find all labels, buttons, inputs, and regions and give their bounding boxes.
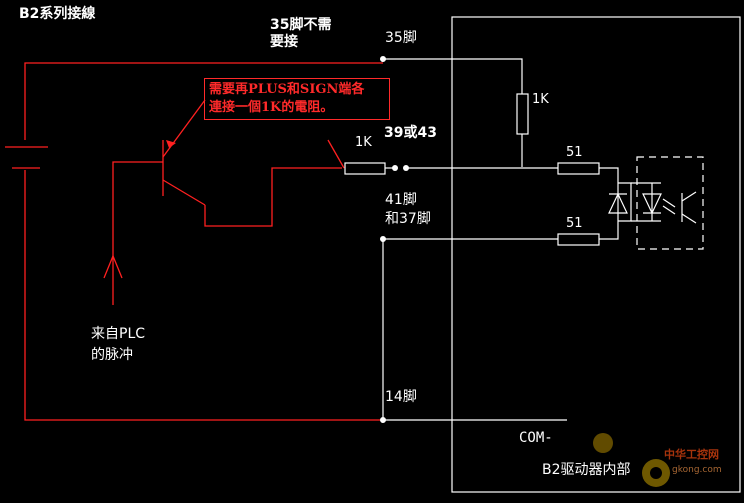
phototransistor-collector <box>681 191 697 202</box>
transistor-collector <box>162 99 206 158</box>
light-arrow-2 <box>662 205 676 215</box>
pulse-arrow-icon <box>103 254 123 279</box>
note-line-2: 連接一個1K的電阻。 <box>209 100 334 115</box>
resistor-1k-input-label: 1K <box>355 135 372 150</box>
resistor-1k-top <box>516 93 529 135</box>
pin37-label: 和37脚 <box>385 211 431 227</box>
resistor-51-top-lead <box>599 167 619 183</box>
driver-box <box>451 16 741 493</box>
transistor-base-wire <box>112 161 163 305</box>
pointer-line <box>327 139 345 169</box>
diode-bridge <box>618 182 632 222</box>
collector-arrowhead-icon <box>166 140 176 148</box>
pin14-label: 14脚 <box>385 389 417 405</box>
terminal-35 <box>380 56 386 62</box>
diode-1-icon <box>608 192 628 214</box>
external-circuit <box>5 62 383 421</box>
watermark-gear-icon <box>593 433 670 487</box>
driver-circuit <box>344 16 741 493</box>
pin41-label: 41脚 <box>385 192 417 208</box>
resistor-51-bottom <box>557 233 600 246</box>
power-loop-wire <box>24 62 383 140</box>
note-line-1: 需要再PLUS和SIGN端各 <box>209 82 365 97</box>
diagram-title: B2系列接線 <box>19 6 96 22</box>
terminal-39-43-right <box>403 165 409 171</box>
wiring-note-box: 需要再PLUS和SIGN端各 連接一個1K的電阻。 <box>204 78 390 120</box>
light-arrow-1 <box>662 198 676 208</box>
pin35-note-line-1: 35脚不需 <box>270 17 332 33</box>
terminals <box>380 56 409 423</box>
led-icon <box>642 193 662 215</box>
resistor-51-bottom-label: 51 <box>566 216 583 231</box>
resistor-1k-top-label: 1K <box>532 92 549 107</box>
plc-source-line-2: 的脉冲 <box>91 347 133 363</box>
terminal-39-43-left <box>392 165 398 171</box>
plc-source-line-1: 来自PLC <box>91 326 146 342</box>
resistor-51-bottom-lead <box>599 221 619 240</box>
com-label: COM- <box>519 430 553 446</box>
terminal-41-37 <box>380 236 386 242</box>
transistor-emitter <box>162 179 206 206</box>
pin35-note-line-2: 要接 <box>270 34 298 50</box>
optocoupler-frame <box>636 156 704 250</box>
pin35-label: 35脚 <box>385 30 417 46</box>
phototransistor-emitter <box>681 213 697 224</box>
pin35-wire <box>383 58 523 94</box>
resistor-51-top-label: 51 <box>566 145 583 160</box>
watermark-text: 中华工控网 <box>664 448 719 461</box>
watermark-url: gkong.com <box>672 465 722 475</box>
transistor-emitter-wire <box>204 167 342 227</box>
terminal-14 <box>380 417 386 423</box>
driver-internal-label: B2驱动器内部 <box>542 462 631 478</box>
resistor-51-top <box>557 162 600 175</box>
pin39-43-label: 39或43 <box>384 125 437 141</box>
resistor-1k-input <box>344 162 386 175</box>
return-wire <box>24 170 383 421</box>
